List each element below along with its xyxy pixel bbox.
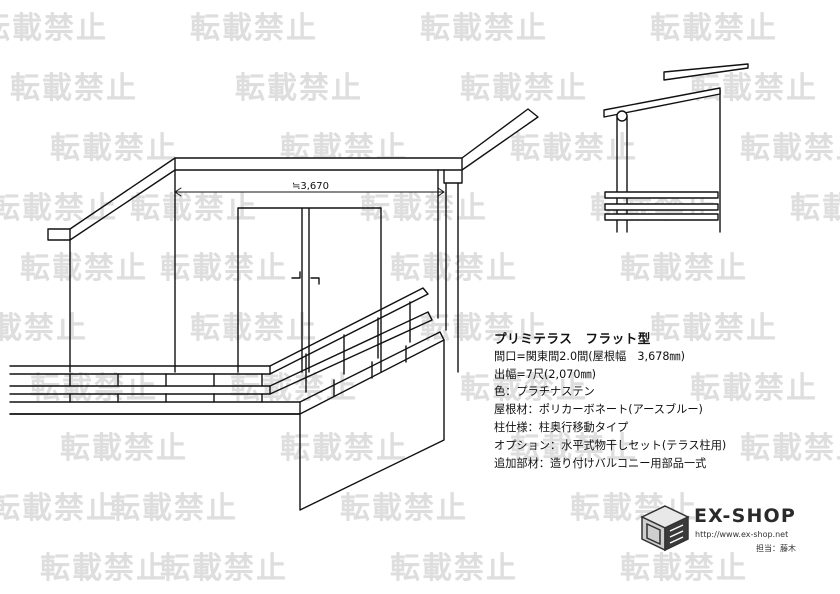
spec-line: 屋根材：ポリカーボネート(アースブルー) [494, 403, 703, 417]
watermark-text: 転載禁止 [280, 431, 408, 466]
watermark-text: 転載禁止 [0, 311, 88, 346]
staff-label: 担当：藤木 [756, 544, 796, 553]
balcony-railing [9, 287, 445, 415]
watermark-text: 転載禁止 [390, 551, 518, 586]
watermark-text: 転載禁止 [510, 431, 638, 466]
watermark-text: 転載禁止 [0, 11, 108, 46]
watermark-text: 転載禁止 [235, 71, 363, 106]
window-handle-left [291, 271, 301, 279]
logo-brand: EX-SHOP [694, 505, 797, 527]
watermark-text: 転載禁止 [690, 371, 818, 406]
watermark-text: 転載禁止 [50, 131, 178, 166]
balcony-wall [9, 339, 445, 511]
watermark-text: 転載禁止 [460, 371, 588, 406]
watermark-text: 転載禁止 [790, 191, 840, 226]
watermark-text: 転載禁止 [110, 491, 238, 526]
watermark-text: 転載禁止 [650, 11, 778, 46]
watermark-text: 転載禁止 [340, 491, 468, 526]
watermark-text: 転載禁止 [460, 71, 588, 106]
house-eave-right [461, 108, 539, 171]
window-frame [237, 207, 382, 373]
front-view: ≒3,670 [9, 108, 539, 511]
watermark-text: 転載禁止 [30, 371, 158, 406]
watermark-text: 転載禁止 [230, 371, 358, 406]
watermark-text: 転載禁止 [160, 251, 288, 286]
watermark-text: 転載禁止 [740, 431, 840, 466]
side-railing [604, 191, 719, 221]
watermark-text: 転載禁止 [420, 311, 548, 346]
dimension-line [174, 187, 445, 197]
spec-line: 間口=関東間2.0間(屋根幅 3,678㎜) [494, 349, 685, 363]
spec-title: プリミテラス フラット型 [494, 331, 651, 346]
watermark-text: 転載禁止 [690, 71, 818, 106]
watermark-text: 転載禁止 [10, 71, 138, 106]
spec-line: 柱仕様：柱奥行移動タイプ [494, 420, 629, 434]
watermark-text: 転載禁止 [20, 251, 148, 286]
spec-line: 出幅=7尺(2,070㎜) [494, 367, 596, 381]
side-house-roof [663, 63, 749, 81]
watermark-text: 転載禁止 [40, 551, 168, 586]
watermark-text: 転載禁止 [650, 311, 778, 346]
window-handle-right [310, 277, 320, 285]
watermark-text: 転載禁止 [510, 131, 638, 166]
watermark-text: 転載禁止 [130, 191, 258, 226]
watermark-text: 転載禁止 [190, 311, 318, 346]
watermark-text: 転載禁止 [390, 251, 518, 286]
side-post-cap [616, 110, 628, 122]
watermark-text: 転載禁止 [190, 11, 318, 46]
watermark-text: 転載禁止 [740, 131, 840, 166]
spec-line: 色：プラチナステン [494, 385, 595, 399]
side-post [616, 115, 628, 233]
house-eave-left [69, 157, 176, 241]
watermark-text: 転載禁止 [620, 251, 748, 286]
terrace-roof [174, 157, 463, 171]
watermark-text: 転載禁止 [60, 431, 188, 466]
watermark-text: 転載禁止 [0, 191, 118, 226]
logo-url: http://www.ex-shop.net [695, 530, 789, 539]
watermark-text: 転載禁止 [0, 491, 118, 526]
watermark-text: 転載禁止 [420, 11, 548, 46]
terrace-post [443, 169, 463, 373]
ex-shop-logo: EX-SHOP http://www.ex-shop.net 担当：藤木 [638, 500, 828, 558]
house-roofline [47, 228, 71, 241]
spec-list: プリミテラス フラット型 間口=関東間2.0間(屋根幅 3,678㎜) 出幅=7… [494, 330, 824, 472]
dimension-label: ≒3,670 [292, 181, 329, 192]
spec-line: オプション：水平式物干しセット(テラス柱用) [494, 438, 727, 452]
watermark-text: 転載禁止 [620, 551, 748, 586]
side-view [603, 63, 749, 233]
cube-logo-icon [640, 505, 690, 552]
spec-line: 追加部材：造り付けバルコニー用部品一式 [494, 456, 707, 470]
watermark-text: 転載禁止 [160, 551, 288, 586]
side-terrace-roof [603, 87, 721, 118]
